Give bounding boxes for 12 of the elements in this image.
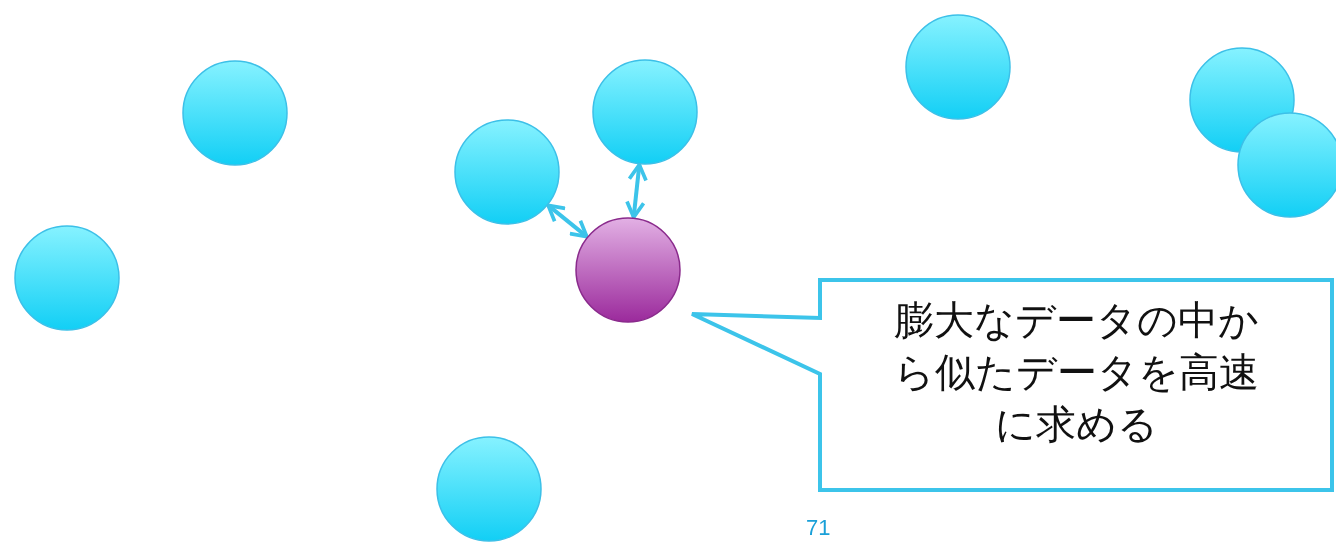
circle-node [592,59,698,165]
circle-node [575,217,681,323]
circle-node [14,225,120,331]
double-arrow [625,162,648,220]
circle-node [182,60,288,166]
callout-text: 膨大なデータの中から似たデータを高速に求める [892,296,1260,449]
circle-node [436,436,542,542]
page-number: 71 [806,515,831,541]
speech-bubble [688,276,1336,494]
circle-node [905,14,1011,120]
circle-node [454,119,560,225]
double-arrow [546,203,589,239]
